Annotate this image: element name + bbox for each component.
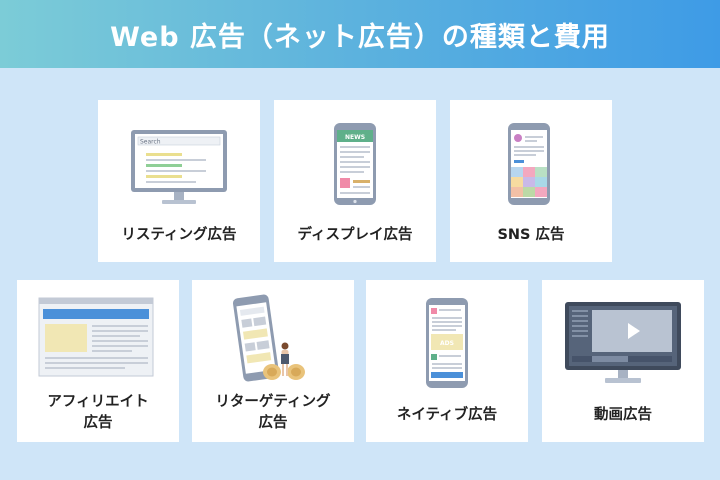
card-affiliate-ads[interactable]: アフィリエイト 広告: [17, 280, 179, 442]
card-label: ネイティブ広告: [396, 407, 498, 423]
news-illus-text: NEWS: [345, 134, 365, 141]
card-label: リスティング広告: [121, 227, 237, 243]
card-label: アフィリエイト 広告: [17, 392, 179, 434]
card-listing-ads[interactable]: Search リスティング広告: [98, 100, 260, 262]
card-label-line: アフィリエイト: [47, 394, 149, 410]
video-monitor-icon: [565, 302, 681, 383]
card-label-line: 広告: [258, 415, 288, 431]
ads-illus-text: ADS: [440, 340, 454, 347]
search-monitor-icon: Search: [131, 130, 227, 204]
card-retargeting-ads[interactable]: リターゲティング 広告: [192, 280, 354, 442]
retargeting-phone-icon: [232, 294, 305, 382]
card-label: SNS 広告: [497, 227, 565, 243]
native-ads-phone-icon: ADS: [426, 298, 468, 388]
card-label-line: リターゲティング: [215, 394, 331, 410]
card-label: リターゲティング 広告: [192, 392, 354, 434]
card-sns-ads[interactable]: SNS 広告: [450, 100, 612, 262]
card-label-line: 広告: [83, 415, 113, 431]
sns-phone-icon: [508, 123, 550, 205]
news-phone-icon: NEWS: [334, 123, 376, 205]
web-page-icon: [38, 297, 154, 377]
card-video-ads[interactable]: 動画広告: [542, 280, 704, 442]
card-label: ディスプレイ広告: [297, 227, 413, 243]
page-title: Web 広告（ネット広告）の種類と費用: [110, 21, 610, 53]
card-display-ads[interactable]: NEWS ディスプレイ広告: [274, 100, 436, 262]
search-illus-text: Search: [140, 139, 161, 146]
card-label: 動画広告: [594, 407, 652, 423]
card-native-ads[interactable]: ADS ネイティブ広告: [366, 280, 528, 442]
title-banner: Web 広告（ネット広告）の種類と費用: [0, 0, 720, 68]
